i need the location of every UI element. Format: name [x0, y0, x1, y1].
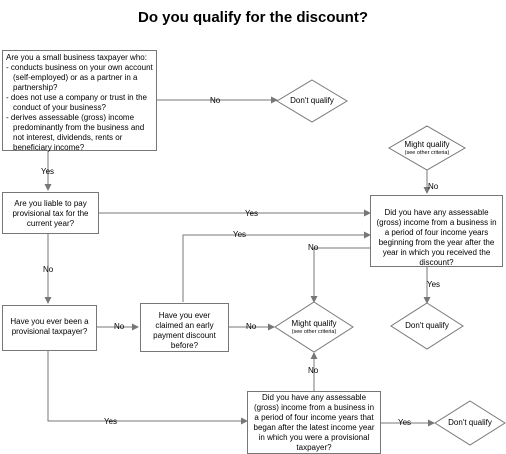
edge-label-mq-no: No — [428, 182, 439, 191]
edge-label-pt-no: No — [43, 265, 54, 274]
might-qualify-center-label: Might qualify (see other criteria) — [275, 319, 353, 336]
dont-qualify-top-label: Don't qualify — [290, 96, 334, 105]
criteria-item: - does not use a company or trust in the… — [6, 93, 147, 112]
dont-qualify-right-label: Don't qualify — [405, 321, 449, 330]
diamond-dont-qualify-top — [276, 79, 348, 123]
edge-label-sb-no: No — [210, 96, 221, 105]
provisional-tax-question: Are you liable to pay provisional tax fo… — [2, 192, 99, 234]
edge-label-iar-no: No — [308, 243, 319, 252]
edge-label-cd-no: No — [246, 322, 257, 331]
diamond-might-qualify-top — [388, 125, 466, 171]
criteria-item: - conducts business on your own account … — [6, 63, 153, 92]
small-business-question: Are you a small business taxpayer who: -… — [2, 50, 157, 153]
diamond-dont-qualify-right — [390, 302, 464, 350]
might-qualify-center-title: Might qualify — [291, 319, 337, 328]
edge-ep-yes — [47, 350, 248, 425]
small-business-intro: Are you a small business taxpayer who: — [6, 53, 147, 62]
ever-provisional-question: Have you ever been a provisional taxpaye… — [2, 305, 97, 351]
edge-label-iap-yes: Yes — [398, 418, 412, 427]
edge-iar-no — [310, 247, 370, 303]
small-business-criteria: - conducts business on your own account … — [6, 63, 153, 153]
page-title: Do you qualify for the discount? — [138, 9, 368, 26]
claimed-discount-question: Have you ever claimed an early payment d… — [140, 303, 229, 352]
edge-label-sb-yes: Yes — [41, 167, 55, 176]
dont-qualify-bottom-label: Don't qualify — [448, 418, 492, 427]
diamond-might-qualify-center — [274, 301, 354, 353]
income-after-provisional-question: Did you have any assessable (gross) inco… — [247, 391, 381, 454]
might-qualify-center-note: (see other criteria) — [291, 329, 337, 335]
income-after-received-question: Did you have any assessable (gross) inco… — [370, 195, 503, 267]
edge-cd-yes — [182, 231, 371, 302]
edge-label-ep-yes: Yes — [104, 417, 118, 426]
criteria-item: - derives assessable (gross) income pred… — [6, 113, 145, 152]
edge-label-pt-yes: Yes — [245, 209, 259, 218]
might-qualify-top-label: Might qualify (see other criteria) — [389, 140, 465, 157]
edge-label-iar-yes: Yes — [427, 280, 441, 289]
edge-label-iap-no: No — [308, 366, 319, 375]
might-qualify-top-title: Might qualify — [404, 140, 450, 149]
might-qualify-top-note: (see other criteria) — [404, 150, 450, 156]
diamond-dont-qualify-bottom — [434, 400, 506, 446]
edge-label-cd-yes: Yes — [233, 230, 247, 239]
edge-label-ep-no: No — [114, 322, 125, 331]
